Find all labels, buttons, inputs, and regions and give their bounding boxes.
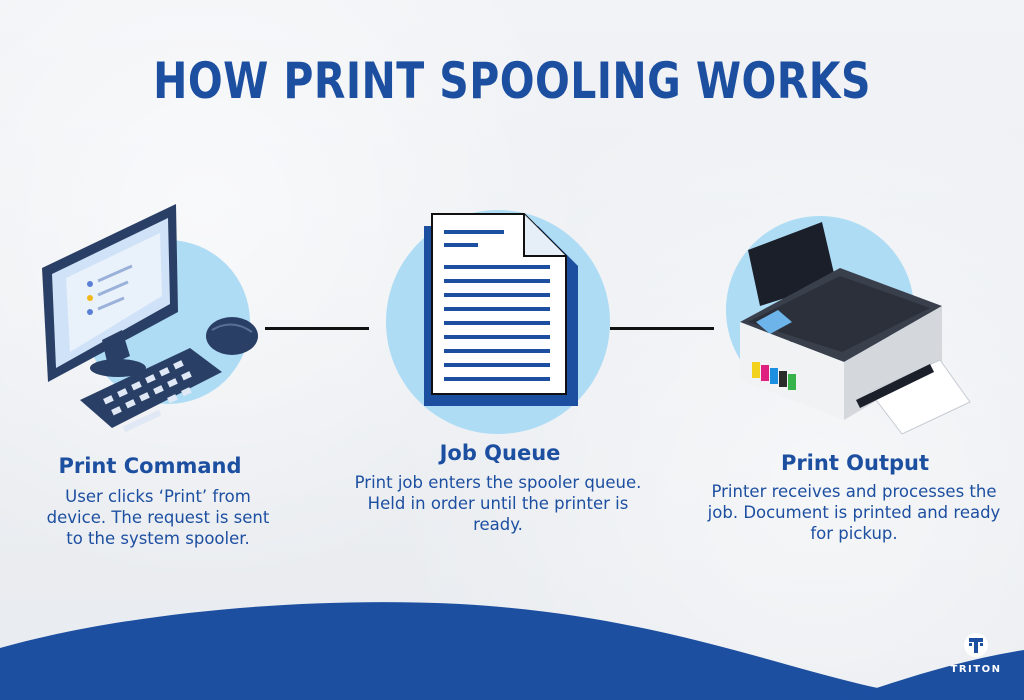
step-title-print-command: Print Command: [58, 454, 242, 478]
connector-line-1: [265, 327, 369, 330]
logo-wordmark: TRITON: [950, 664, 1002, 675]
bottom-wave: [0, 602, 1024, 700]
document-icon: [386, 210, 610, 434]
page-title: HOW PRINT SPOOLING WORKS: [153, 52, 871, 110]
step-desc-print-command: User clicks ‘Print’ from device. The req…: [46, 487, 270, 548]
step-title-print-output: Print Output: [780, 451, 930, 475]
printer-icon: [726, 216, 971, 435]
desktop-computer-icon: [42, 204, 258, 433]
triton-logo: TRITON: [948, 632, 1004, 675]
connector-line-2: [610, 327, 714, 330]
step-desc-job-queue: Print job enters the spooler queue. Held…: [354, 473, 642, 534]
step-title-job-queue: Job Queue: [439, 441, 561, 465]
triton-logo-icon: [964, 633, 988, 657]
step-desc-print-output: Printer receives and processes the job. …: [707, 482, 1001, 543]
